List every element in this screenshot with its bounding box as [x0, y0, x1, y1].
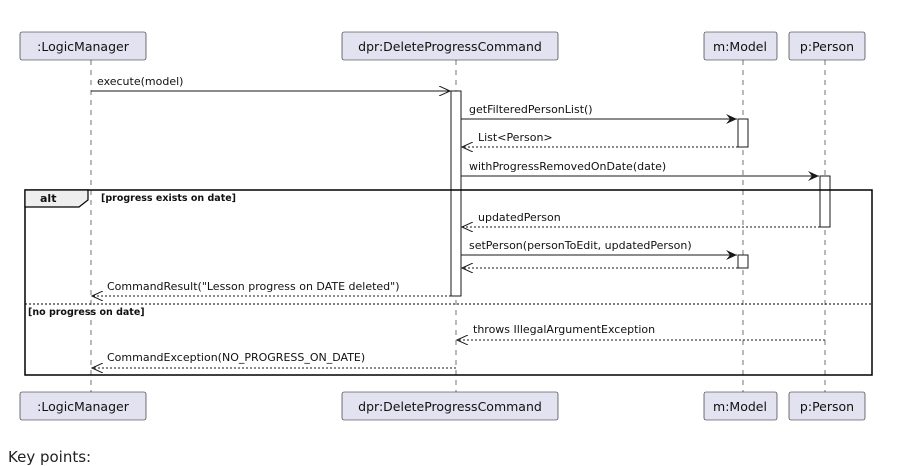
message-command-result: CommandResult("Lesson progress on DATE d… [92, 280, 451, 296]
message-with-progress-removed: withProgressRemovedOnDate(date) [461, 160, 819, 181]
message-label: CommandException(NO_PROGRESS_ON_DATE) [107, 351, 365, 364]
participant-label: m:Model [713, 39, 767, 54]
activation-model-1 [737, 118, 749, 148]
participant-label: dpr:DeleteProgressCommand [358, 39, 542, 54]
participant-logic-manager-top: :LogicManager [19, 31, 147, 61]
participant-label: :LogicManager [37, 39, 130, 54]
alt-frame: alt [progress exists on date] [no progre… [24, 189, 873, 376]
participant-model-top: m:Model [703, 31, 778, 61]
alt-keyword: alt [40, 192, 56, 205]
message-label: List<Person> [478, 131, 553, 144]
alt-guard-2: [no progress on date] [28, 307, 145, 318]
alt-guard-1: [progress exists on date] [101, 193, 236, 204]
message-label: setPerson(personToEdit, updatedPerson) [469, 239, 692, 252]
participant-model-bottom: m:Model [703, 391, 778, 421]
message-label: getFilteredPersonList() [469, 103, 593, 116]
participant-label: p:Person [800, 39, 854, 54]
message-command-exception: CommandException(NO_PROGRESS_ON_DATE) [92, 351, 456, 368]
participant-logic-manager-bottom: :LogicManager [19, 391, 147, 421]
participant-delete-progress-command-top: dpr:DeleteProgressCommand [341, 31, 559, 61]
participant-person-bottom: p:Person [788, 391, 866, 421]
participant-label: dpr:DeleteProgressCommand [358, 399, 542, 414]
activation-person [819, 175, 831, 228]
message-return-updated-person: updatedPerson [462, 211, 820, 227]
key-points-heading: Key points: [8, 448, 92, 466]
message-label: CommandResult("Lesson progress on DATE d… [107, 280, 400, 293]
activation-model-2 [737, 254, 749, 269]
message-label: execute(model) [97, 75, 183, 88]
message-label: withProgressRemovedOnDate(date) [469, 160, 666, 173]
message-throws-illegal-argument: throws IllegalArgumentException [457, 323, 825, 340]
message-execute: execute(model) [91, 75, 450, 91]
message-set-person: setPerson(personToEdit, updatedPerson) [461, 239, 737, 260]
message-return-list-person: List<Person> [462, 131, 738, 147]
message-get-filtered-person-list: getFilteredPersonList() [461, 103, 737, 124]
participant-label: :LogicManager [37, 399, 130, 414]
participant-label: p:Person [800, 399, 854, 414]
message-label: updatedPerson [478, 211, 561, 224]
message-label: throws IllegalArgumentException [473, 323, 655, 336]
participant-delete-progress-command-bottom: dpr:DeleteProgressCommand [341, 391, 559, 421]
activation-delete-progress-command [450, 90, 462, 297]
participant-person-top: p:Person [788, 31, 866, 61]
participant-label: m:Model [713, 399, 767, 414]
